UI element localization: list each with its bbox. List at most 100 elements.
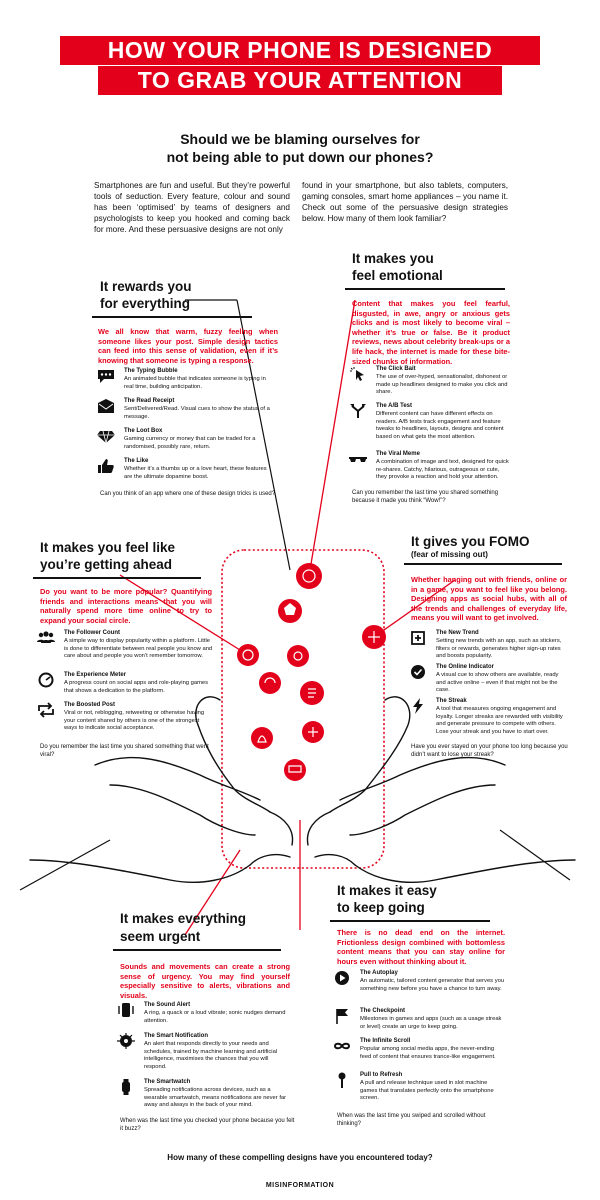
item-title: The Read Receipt [124,398,175,404]
item-title: The Streak [436,698,467,704]
urgent-heading-line-1: It makes everything [120,911,247,926]
easy-rule [330,920,490,922]
easy-question: When was the last time you swiped and sc… [337,1113,486,1127]
lever-icon [338,1072,346,1088]
item-text: An automatic, tailored content generator… [360,978,505,992]
rewards-item-loot-box: The Loot Box Gaming currency or money th… [97,428,274,451]
urgent-heading-line-2: seem urgent [120,929,201,944]
urgent-item-smartwatch: The Smartwatch Spreading notifications a… [122,1079,290,1110]
add-box-icon [411,631,425,645]
fomo-subheading: (fear of missing out) [411,550,488,559]
item-text: Gaming currency or money that can be tra… [124,436,256,450]
thumbs-up-icon [98,459,114,473]
rewards-question: Can you think of an app where one of the… [100,491,276,497]
ahead-item-follower-count: The Follower Count A simple way to displ… [37,630,214,661]
ahead-item-experience-meter: The Experience Meter A progress count on… [38,672,214,695]
item-text: Popular among social media apps, the nev… [360,1046,496,1060]
emotional-heading-line-2: feel emotional [352,268,443,283]
item-text: A tool that measures ongoing engagement … [436,706,563,735]
rewards-item-like: The Like Whether it’s a thumbs up or a l… [98,458,274,481]
easy-heading-line-2: to keep going [337,900,425,915]
item-text: Setting new trends with an app, such as … [436,638,562,660]
item-text: Whether it’s a thumbs up or a love heart… [124,466,267,480]
repost-icon [38,702,54,718]
item-text: A simple way to display popularity withi… [64,638,213,660]
item-title: The Sound Alert [144,1002,191,1008]
check-circle-icon [411,665,425,679]
easy-item-infinite-scroll: The Infinite Scroll Popular among social… [333,1038,506,1061]
urgent-lede: Sounds and movements can create a strong… [120,962,290,1000]
item-title: The Smartwatch [144,1079,191,1085]
item-title: The Infinite Scroll [360,1038,411,1044]
easy-item-pull-to-refresh: Pull to Refresh A pull and release techn… [338,1072,506,1103]
item-title: Pull to Refresh [360,1072,403,1078]
item-text: A combination of image and text, designe… [376,459,509,481]
easy-item-checkpoint: The Checkpoint Milestones in games and a… [336,1008,506,1031]
ahead-lede: Do you want to be more popular? Quantify… [40,587,212,625]
item-title: The A/B Test [376,403,413,409]
gauge-icon [38,672,54,688]
sunglasses-icon [349,457,367,462]
cursor-click-icon [350,367,364,381]
easy-heading-line-1: It makes it easy [337,883,437,898]
urgent-question: When was the last time you checked your … [120,1118,295,1132]
fomo-item-online-indicator: The Online Indicator A visual cue to sho… [411,664,568,695]
item-title: The Autoplay [360,970,398,976]
rewards-rule [92,316,252,318]
group-icon [37,631,55,643]
item-title: The Checkpoint [360,1008,406,1014]
item-text: A visual cue to show others are availabl… [436,672,559,694]
brand-logo: MISINFORMATION [265,1182,335,1189]
item-title: The Like [124,458,149,464]
rewards-heading-line-1: It rewards you [100,279,192,294]
emotional-item-ab-test: The A/B Test Different content can have … [350,403,510,441]
title-line-1: HOW YOUR PHONE IS DESIGNED [60,36,540,65]
subtitle-line-1: Should we be blaming ourselves for [180,131,420,147]
item-text: Viral or not, reblogging, retweeting or … [64,710,205,732]
flag-icon [336,1009,348,1024]
easy-item-autoplay: The Autoplay An automatic, tailored cont… [335,970,506,993]
item-title: The Click Bait [376,366,416,372]
split-arrow-icon [350,404,366,418]
footer-question: How many of these compelling designs hav… [167,1153,433,1162]
emotional-heading-line-1: It makes you [352,251,434,266]
title-line-2: TO GRAB YOUR ATTENTION [98,66,502,95]
play-circle-icon [335,971,349,985]
emotional-item-click-bait: The Click Bait The use of over-hyped, se… [350,366,510,397]
rewards-heading-line-2: for everything [100,296,191,311]
item-title: The Boosted Post [64,702,116,708]
item-title: The Viral Meme [376,451,420,457]
item-title: The Follower Count [64,630,120,636]
item-text: A progress count on social apps and role… [64,680,209,694]
smartwatch-icon [122,1079,130,1095]
ahead-rule [33,577,201,579]
item-text: A pull and release technique used in slo… [360,1080,494,1102]
fomo-heading: It gives you FOMO (fear of missing out) [411,533,530,560]
ahead-heading-line-2: you’re getting ahead [40,557,173,572]
envelope-icon [98,399,114,413]
rewards-item-typing-bubble: The Typing Bubble An animated bubble tha… [98,368,274,391]
rewards-item-read-receipt: The Read Receipt Sent/Delivered/Read. Vi… [98,398,274,421]
subtitle-line-2: not being able to put down our phones? [166,149,434,165]
item-title: The Typing Bubble [124,368,178,374]
item-title: The Smart Notification [144,1033,209,1039]
easy-lede: There is no dead end on the internet. Fr… [337,928,505,966]
fomo-rule [404,563,562,565]
item-text: Sent/Delivered/Read. Visual cues to show… [124,406,270,420]
item-title: The Online Indicator [436,664,495,670]
fomo-question: Have you ever stayed on your phone too l… [411,744,568,758]
emotional-question: Can you remember the last time you share… [352,490,499,504]
item-title: The Loot Box [124,428,163,434]
item-text: An animated bubble that indicates someon… [124,376,266,390]
ahead-item-boosted-post: The Boosted Post Viral or not, rebloggin… [38,702,214,733]
urgent-item-smart-notification: The Smart Notification An alert that res… [117,1033,290,1071]
fomo-item-new-trend: The New Trend Setting new trends with an… [411,630,568,661]
item-text: Different content can have different eff… [376,411,504,440]
emotional-item-viral-meme: The Viral Meme A combination of image an… [349,451,510,482]
rewards-lede: We all know that warm, fuzzy feeling whe… [98,327,278,365]
phone-vibrate-icon [118,1003,134,1017]
item-text: A ring, a quack or a loud vibrate; sonic… [144,1010,286,1024]
item-text: An alert that responds directly to your … [144,1041,278,1070]
fomo-item-streak: The Streak A tool that measures ongoing … [413,698,568,736]
